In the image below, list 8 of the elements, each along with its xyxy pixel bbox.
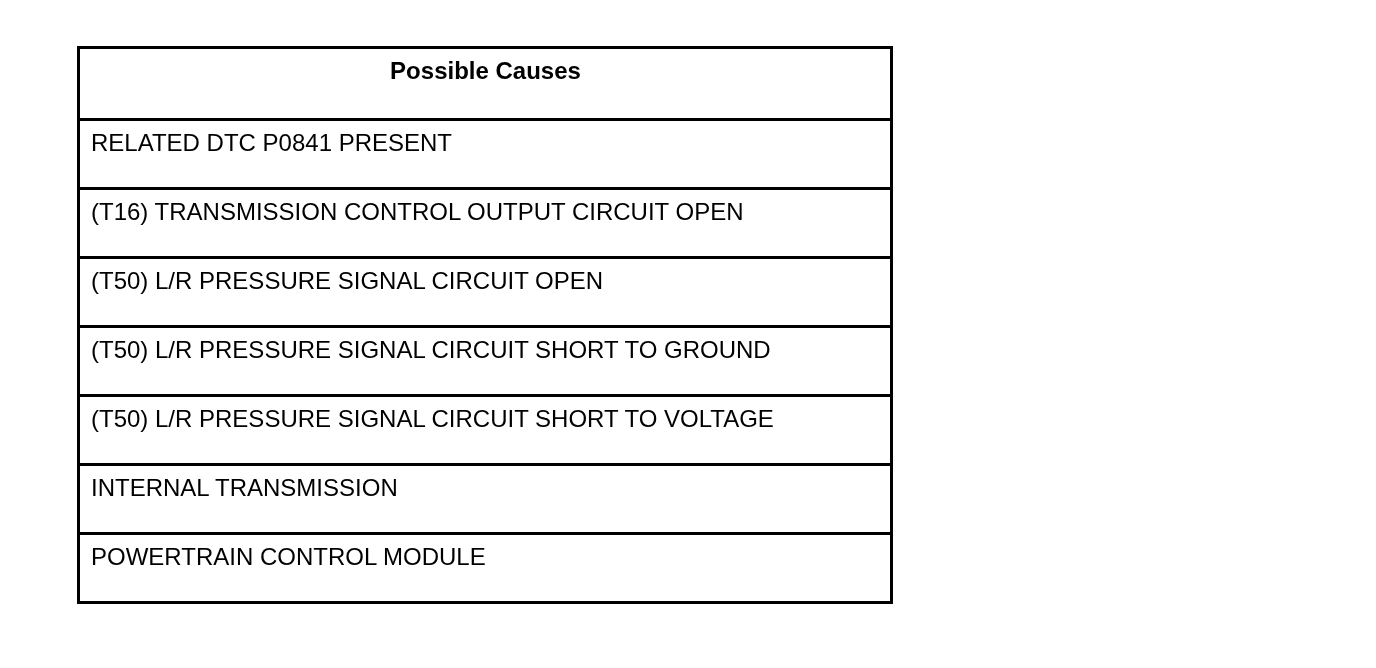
cause-entry: (T50) L/R PRESSURE SIGNAL CIRCUIT SHORT TO VOLTAGE [80, 394, 890, 463]
cause-entry: (T50) L/R PRESSURE SIGNAL CIRCUIT SHORT TO GROUND [80, 325, 890, 394]
column-heading: Possible Causes [389, 56, 582, 86]
cause-entry: INTERNAL TRANSMISSION [80, 463, 890, 532]
cause-entry: RELATED DTC P0841 PRESENT [80, 118, 890, 187]
cause-entry: (T50) L/R PRESSURE SIGNAL CIRCUIT OPEN [80, 256, 890, 325]
cause-entry: (T16) TRANSMISSION CONTROL OUTPUT CIRCUIT OPEN [80, 187, 890, 256]
cause-entry: POWERTRAIN CONTROL MODULE [80, 532, 890, 601]
